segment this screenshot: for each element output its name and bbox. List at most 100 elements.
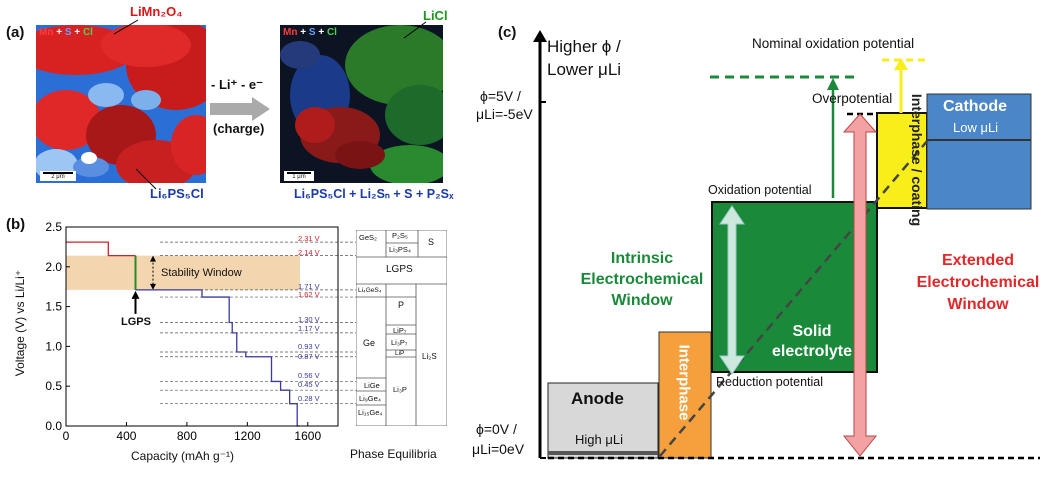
- y-tick-label: 0.0: [45, 419, 62, 433]
- cell-li3p7: Li₃P₇: [391, 338, 408, 347]
- cell-li3p: Li₃P: [393, 385, 407, 394]
- legend-cl: Cl: [82, 27, 93, 38]
- energy-axis-arrowhead: [533, 30, 547, 42]
- limn2o4-pointer: [113, 19, 139, 35]
- left-legend: Mn + S + Cl: [39, 27, 93, 38]
- cell-li15ge4: Li₁₅Ge₄: [358, 408, 383, 417]
- oxidation-potential-label: Oxidation potential: [708, 183, 812, 197]
- cell-li2s: Li₂S: [422, 352, 437, 361]
- x-tick-label: 800: [177, 429, 197, 443]
- y-tick-label: 1.0: [45, 339, 62, 353]
- voltage-label: 2.31 V: [298, 234, 320, 243]
- extended-line-1: Extended: [941, 252, 1014, 269]
- legend-plus: +: [56, 27, 63, 38]
- stability-arrowhead-bottom: [150, 283, 156, 290]
- y-axis-label: Voltage (V) vs Li/Li⁺: [13, 269, 27, 377]
- panel-c-label: (c): [498, 24, 517, 41]
- nominal-oxidation-label: Nominal oxidation potential: [752, 36, 915, 51]
- voltage-label: 0.45 V: [298, 380, 320, 389]
- phase-equilibria-title: Phase Equilibria: [350, 447, 437, 461]
- phase-table-grid: [356, 230, 447, 426]
- plot-frame: [65, 226, 339, 427]
- legend-s-right: S: [308, 27, 316, 38]
- cell-li3ps4: Li₃PS₄: [389, 245, 411, 254]
- y-tick-label: 1.5: [45, 300, 62, 314]
- stability-window-label: Stability Window: [161, 267, 242, 279]
- lgps-marker-label: LGPS: [121, 316, 151, 328]
- phi5-label-1: ϕ=5V /: [480, 88, 521, 104]
- voltage-label: 1.17 V: [298, 324, 320, 333]
- left-sem-image: Mn + S + Cl 2 μm: [36, 25, 206, 183]
- voltage-label: 1.62 V: [298, 290, 320, 299]
- cathode-label: Cathode: [943, 98, 1007, 115]
- cell-lige: LiGe: [364, 381, 380, 390]
- voltage-label: 0.93 V: [298, 342, 320, 351]
- anode-box: [547, 382, 659, 459]
- cell-li4ges4: Li₄GeS₄: [358, 287, 382, 294]
- licl-caption: LiCl: [423, 8, 448, 23]
- li6ps5cl-caption: Li₆PS₅Cl: [150, 186, 204, 201]
- voltage-curve-blue: [135, 289, 300, 427]
- y-tick-label: 0.5: [45, 379, 62, 393]
- stability-arrowhead-top: [150, 255, 156, 262]
- anode-sub-label: High μLi: [575, 432, 623, 447]
- interphase-label: Interphase: [675, 344, 693, 421]
- cell-ges2: GeS₂: [359, 233, 377, 242]
- legend-mn: Mn: [39, 27, 54, 38]
- cell-ge: Ge: [363, 338, 376, 348]
- cell-s: S: [428, 237, 435, 247]
- voltage-label: 0.56 V: [298, 371, 320, 380]
- extended-window-label: Extended Electrochemical Window: [908, 250, 1048, 316]
- x-tick-label: 400: [116, 429, 136, 443]
- legend-cl-right: Cl: [326, 27, 337, 38]
- solid-electrolyte-box: [711, 201, 878, 373]
- legend-s: S: [64, 27, 72, 38]
- intrinsic-window-label: Intrinsic Electrochemical Window: [580, 248, 704, 311]
- x-axis-label: Capacity (mAh g⁻¹): [131, 449, 235, 463]
- voltage-label: 0.28 V: [298, 394, 320, 403]
- right-legend: Mn + S + Cl: [283, 27, 337, 38]
- charge-arrow-top: - Li⁺ - e⁻: [211, 77, 263, 92]
- solid-line-2: electrolyte: [771, 343, 853, 360]
- reduction-potential-label: Reduction potential: [716, 375, 824, 389]
- product-caption: Li₆PS₅Cl + Li₂Sₙ + S + P₂Sₓ: [294, 187, 454, 201]
- limn2o4-caption: LiMn₂O₄: [130, 4, 183, 19]
- cell-li9ge4: Li₉Ge₄: [359, 394, 381, 403]
- coating-label: Interphase / coating: [909, 93, 925, 227]
- legend-mn-right: Mn: [283, 27, 298, 38]
- left-scale-text: 2 μm: [51, 174, 65, 180]
- x-tick-label: 1200: [234, 429, 261, 443]
- panel-b-label: (b): [6, 216, 26, 233]
- voltage-label: 2.14 V: [298, 248, 320, 257]
- diagonal-dash: [659, 139, 929, 457]
- right-sem-image: Mn + S + Cl 1 μm: [280, 25, 443, 183]
- x-tick-label: 0: [63, 429, 70, 443]
- voltage-curve-red: [66, 241, 136, 257]
- extended-line-2: Electrochemical: [916, 274, 1040, 291]
- phi5-label-2: μLi=-5eV: [476, 106, 533, 122]
- stability-band-extension: [135, 255, 300, 290]
- anode-label: Anode: [571, 389, 624, 408]
- anode-line: [548, 451, 658, 455]
- cell-p2s5: P₂S₅: [392, 231, 408, 240]
- solid-line-1: Solid: [792, 323, 832, 340]
- intrinsic-window-arrow: [719, 205, 745, 375]
- voltage-label: 1.71 V: [298, 282, 320, 291]
- interphase-box: [658, 331, 712, 459]
- axis-top-label-1: Higher ϕ /: [547, 37, 621, 56]
- phi0-label-1: ϕ=0V /: [476, 421, 517, 437]
- cathode-sub-label: Low μLi: [953, 120, 999, 135]
- y-tick-label: 2.0: [45, 260, 62, 274]
- charge-arrow-bottom: (charge): [213, 121, 265, 136]
- intrinsic-line-1: Intrinsic: [610, 250, 674, 267]
- solid-electrolyte-label: Solid electrolyte: [752, 322, 872, 362]
- y-tick-label: 2.5: [45, 220, 62, 234]
- intrinsic-line-3: Window: [611, 292, 673, 309]
- legend-plus-2: +: [74, 27, 81, 38]
- cell-lip: LiP: [395, 350, 405, 357]
- extended-line-3: Window: [947, 296, 1009, 313]
- cell-p: P: [398, 300, 405, 310]
- legend-plus-right: +: [300, 27, 307, 38]
- energy-diagram: [533, 30, 1040, 460]
